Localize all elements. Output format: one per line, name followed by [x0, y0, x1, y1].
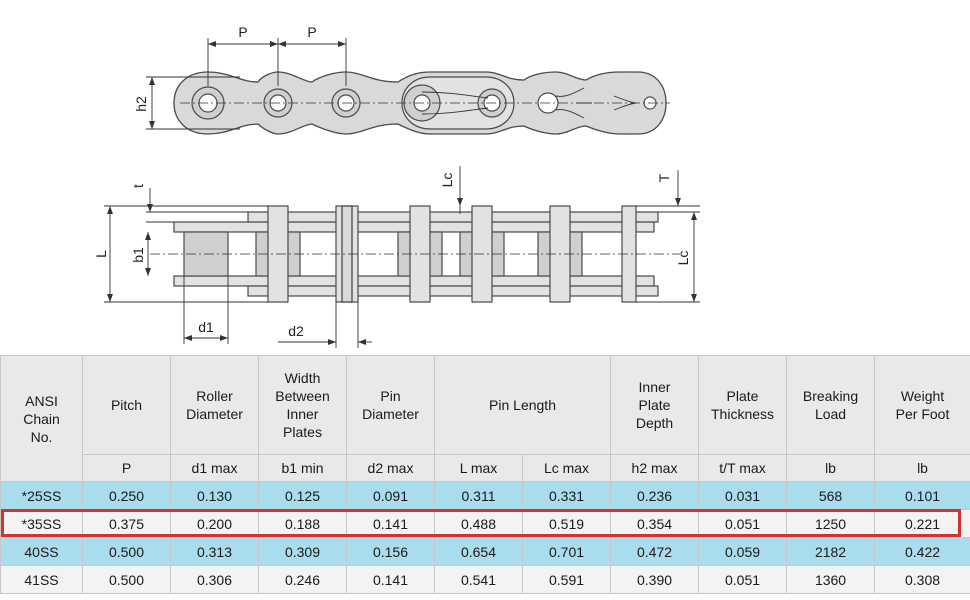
table-cell: 0.101	[874, 481, 970, 510]
t-label: t	[130, 184, 146, 188]
Lc-top-label: Lc	[439, 173, 455, 188]
table-row: 40SS 0.500 0.313 0.309 0.156 0.654 0.701…	[0, 537, 970, 566]
subheader-cell: P	[82, 454, 171, 482]
subheader-cell: t/T max	[698, 454, 788, 482]
table-row: *25SS 0.250 0.130 0.125 0.091 0.311 0.33…	[0, 481, 970, 510]
table-cell: 0.188	[258, 509, 347, 538]
header-plate-thickness: Plate Thickness	[698, 355, 788, 455]
pitch-arrows	[208, 41, 346, 47]
table-cell: 0.125	[258, 481, 347, 510]
table-cell: 0.141	[346, 565, 435, 594]
subheader-cell: lb	[874, 454, 970, 482]
header-inner-plate-depth: Inner Plate Depth	[610, 355, 700, 455]
subheader-cell: lb	[786, 454, 876, 482]
table-cell: 0.500	[82, 565, 171, 594]
subheader-cell: h2 max	[610, 454, 700, 482]
Lc-side-label: Lc	[675, 251, 691, 266]
chain-spec-table: ANSI Chain No. Pitch Roller Diameter Wid…	[0, 355, 970, 594]
table-cell: 0.141	[346, 509, 435, 538]
t-arrow	[147, 204, 153, 212]
table-cell: 0.313	[170, 537, 259, 566]
table-cell: 41SS	[0, 565, 83, 594]
table-cell: 0.591	[521, 565, 612, 594]
outer-plate-bottom	[247, 285, 659, 297]
subheader-cell: L max	[434, 454, 523, 482]
table-cell: 0.200	[170, 509, 259, 538]
chain-side-view: t L b1 Lc T Lc d1	[93, 166, 700, 348]
table-cell: 0.390	[610, 565, 700, 594]
header-chain-no: ANSI Chain No.	[0, 355, 83, 482]
header-pin-diameter: Pin Diameter	[346, 355, 435, 455]
outer-plate-top	[247, 211, 659, 223]
h2-label: h2	[133, 96, 149, 112]
table-cell: 0.331	[521, 481, 612, 510]
chain-top-view: P P h2	[133, 24, 670, 135]
table-cell: 0.308	[874, 565, 970, 594]
header-breaking-load: Breaking Load	[786, 355, 876, 455]
table-cell: 40SS	[0, 537, 83, 566]
Lc-top-arrow	[457, 198, 463, 206]
table-cell: 0.306	[170, 565, 259, 594]
table-cell: 0.031	[698, 481, 788, 510]
spring-clip	[421, 91, 489, 115]
d1-label: d1	[198, 319, 214, 335]
table-cell: 0.250	[82, 481, 171, 510]
table-cell: 0.091	[346, 481, 435, 510]
b1-label: b1	[130, 247, 146, 263]
table-cell: 0.311	[434, 481, 523, 510]
chain-diagram: P P h2	[93, 24, 700, 348]
table-cell: 0.221	[874, 509, 970, 538]
table-row-highlighted: *35SS 0.375 0.200 0.188 0.141 0.488 0.51…	[0, 509, 970, 538]
table-cell: 0.472	[610, 537, 700, 566]
T-arrow	[675, 198, 681, 206]
table-cell: 0.236	[610, 481, 700, 510]
subheader-cell: d1 max	[170, 454, 259, 482]
header-row: ANSI Chain No. Pitch Roller Diameter Wid…	[0, 355, 970, 482]
table-cell: 0.500	[82, 537, 171, 566]
table-cell: 0.541	[434, 565, 523, 594]
table-cell: 1360	[786, 565, 876, 594]
table-cell: 0.156	[346, 537, 435, 566]
table-cell: 0.309	[258, 537, 347, 566]
header-pin-length: Pin Length	[433, 355, 612, 455]
table-cell: 568	[786, 481, 876, 510]
table-cell: *35SS	[0, 509, 83, 538]
T-label: T	[656, 173, 672, 182]
table-cell: 0.246	[258, 565, 347, 594]
pitch-label-2: P	[307, 24, 316, 40]
table-cell: 0.130	[170, 481, 259, 510]
table-cell: 2182	[786, 537, 876, 566]
subheader-row: P d1 max b1 min d2 max L max Lc max h2 m…	[1, 454, 970, 482]
table-cell: *25SS	[0, 481, 83, 510]
table-row: 41SS 0.500 0.306 0.246 0.141 0.541 0.591…	[0, 565, 970, 594]
header-width-between-plates: Width Between Inner Plates	[258, 355, 347, 455]
header-roller-diameter: Roller Diameter	[170, 355, 259, 455]
subheader-cell: Lc max	[521, 454, 612, 482]
table-cell: 0.488	[434, 509, 523, 538]
d2-label: d2	[288, 323, 304, 339]
pitch-label-1: P	[238, 24, 247, 40]
table-cell: 0.422	[874, 537, 970, 566]
header-weight-per-foot: Weight Per Foot	[874, 355, 970, 455]
table-cell: 1250	[786, 509, 876, 538]
subheader-cell: d2 max	[346, 454, 435, 482]
table-cell: 0.051	[698, 565, 788, 594]
table-cell: 0.519	[521, 509, 612, 538]
table-cell: 0.059	[698, 537, 788, 566]
table-cell: 0.051	[698, 509, 788, 538]
header-pitch: Pitch	[82, 355, 171, 455]
table-cell: 0.375	[82, 509, 171, 538]
subheader-cell: b1 min	[258, 454, 347, 482]
L-label: L	[93, 250, 109, 258]
table-cell: 0.654	[434, 537, 523, 566]
table-cell: 0.701	[521, 537, 612, 566]
table-cell: 0.354	[610, 509, 700, 538]
